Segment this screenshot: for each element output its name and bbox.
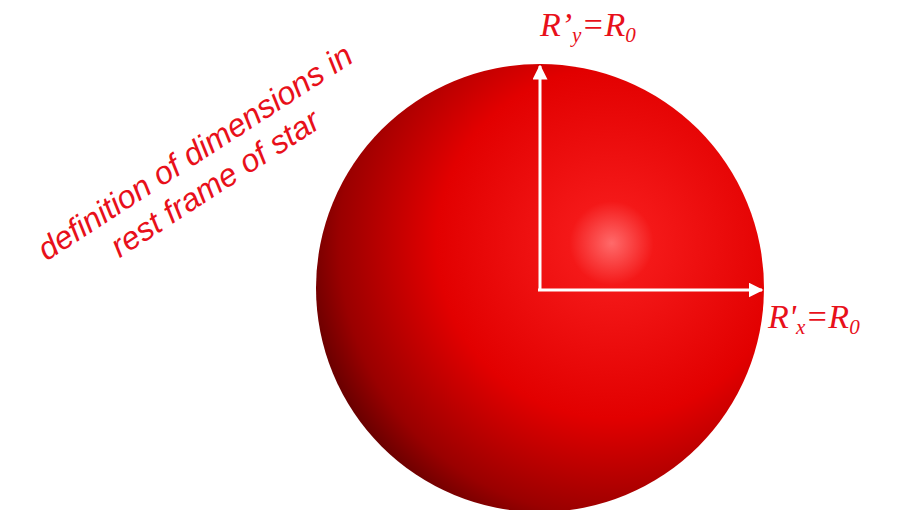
- y-radius-label: R’y=R0: [540, 8, 636, 42]
- x-radius-arrow: [538, 289, 762, 292]
- y-radius-arrow: [539, 66, 542, 290]
- star-sphere: [316, 64, 764, 510]
- x-radius-label: R'x=R0: [768, 300, 860, 334]
